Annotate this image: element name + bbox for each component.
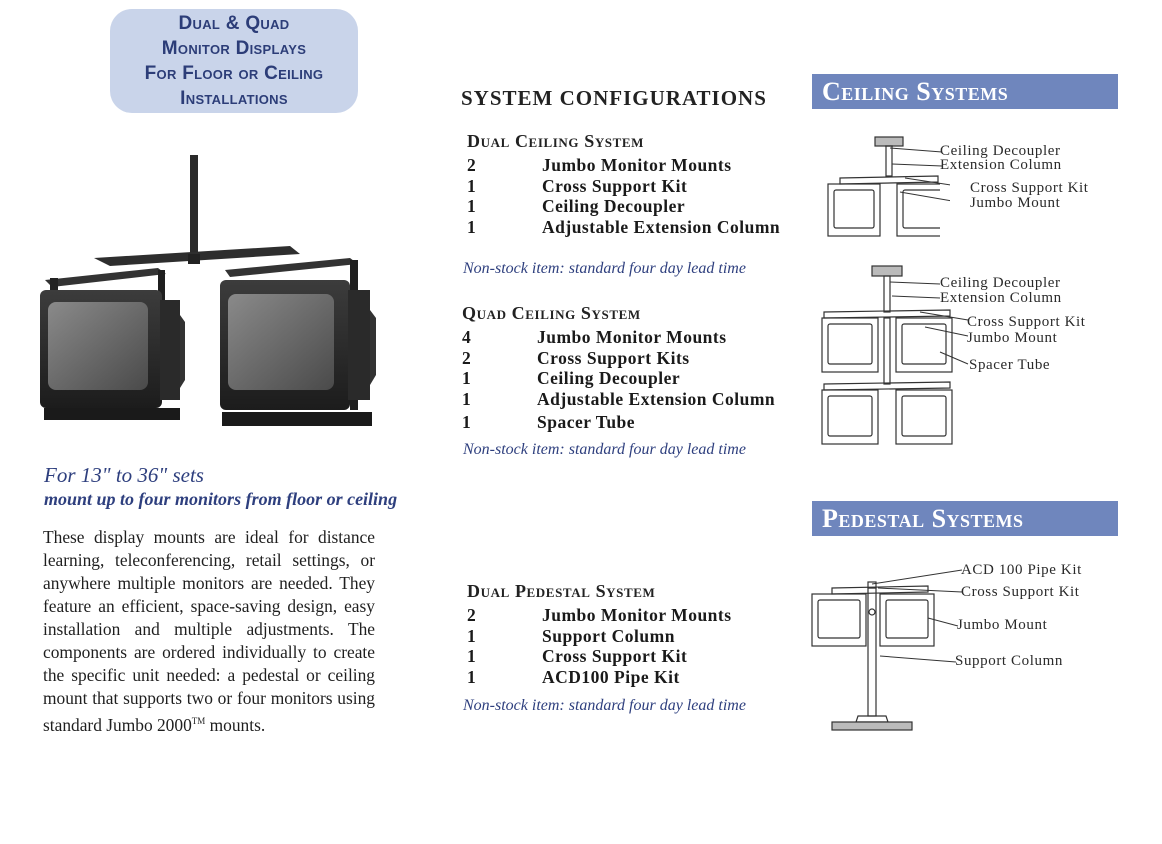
part-qty: 1 xyxy=(467,625,477,646)
part-row: 1 Ceiling Decoupler xyxy=(467,196,807,217)
description-ending: mounts. xyxy=(205,714,266,735)
diagram-label: Jumbo Mount xyxy=(957,617,1048,633)
part-qty: 1 xyxy=(467,196,477,216)
part-row: 2 Cross Support Kits xyxy=(462,348,807,369)
diagram-label: Extension Column xyxy=(940,290,1062,306)
diagram-label: Cross Support Kit xyxy=(967,314,1086,330)
dual-pedestal-diagram xyxy=(811,581,935,731)
quad-ceiling-title: Quad Ceiling System xyxy=(462,303,641,323)
diagram-label: Extension Column xyxy=(940,157,1062,173)
part-qty: 1 xyxy=(462,412,472,432)
dual-monitor-photo xyxy=(40,155,376,426)
part-name: Adjustable Extension Column xyxy=(542,216,781,237)
part-row: 1 Ceiling Decoupler xyxy=(462,368,807,389)
part-qty: 1 xyxy=(467,666,477,687)
diagram-label: Ceiling Decoupler xyxy=(940,143,1061,159)
quad-ceiling-leader-lines xyxy=(889,281,969,365)
dual-ceiling-diagram xyxy=(827,136,940,237)
quad-ceiling-lead-time: Non-stock item: standard four day lead t… xyxy=(463,441,746,458)
quad-ceiling-system: Quad Ceiling System 4 Jumbo Monitor Mount… xyxy=(462,303,807,433)
part-qty: 2 xyxy=(462,347,472,368)
diagram-label: Ceiling Decoupler xyxy=(940,275,1061,291)
mount-capacity-tagline: mount up to four monitors from floor or … xyxy=(44,489,398,509)
part-name: ACD100 Pipe Kit xyxy=(542,666,680,687)
part-qty: 2 xyxy=(467,155,477,175)
part-qty: 1 xyxy=(462,368,472,388)
part-name: Support Column xyxy=(542,625,675,646)
part-qty: 1 xyxy=(467,216,477,237)
dual-ceiling-title: Dual Ceiling System xyxy=(467,131,645,151)
part-name: Ceiling Decoupler xyxy=(537,368,681,388)
part-name: Jumbo Monitor Mounts xyxy=(537,327,727,347)
badge-line-2: Monitor Displays xyxy=(161,38,307,59)
part-name: Jumbo Monitor Mounts xyxy=(542,605,732,625)
badge-line-3: For Floor or Ceiling xyxy=(144,63,324,84)
section-heading: SYSTEM CONFIGURATIONS xyxy=(461,86,767,110)
title-badge: Dual & Quad Monitor Displays For Floor o… xyxy=(110,9,358,113)
part-row: 1 Spacer Tube xyxy=(462,412,807,433)
dual-pedestal-title: Dual Pedestal System xyxy=(467,581,656,601)
quad-ceiling-parts: 4 Jumbo Monitor Mounts 2 Cross Support Kit… xyxy=(462,327,807,433)
part-name: Ceiling Decoupler xyxy=(542,196,686,216)
trademark-mark: TM xyxy=(191,716,206,726)
part-row: 2 Jumbo Monitor Mounts xyxy=(467,155,807,176)
quad-ceiling-diagram xyxy=(821,265,953,445)
description-text: These display mounts are ideal for dista… xyxy=(43,527,375,735)
part-row: 1 Support Column xyxy=(467,626,807,647)
part-qty: 1 xyxy=(467,175,477,196)
dual-pedestal-lead-time: Non-stock item: standard four day lead t… xyxy=(463,697,746,714)
part-name: Cross Support Kits xyxy=(537,347,690,368)
part-name: Cross Support Kit xyxy=(542,175,688,196)
dual-ceiling-lead-time: Non-stock item: standard four day lead t… xyxy=(463,260,746,277)
product-description: These display mounts are ideal for dista… xyxy=(43,526,375,737)
part-name: Jumbo Monitor Mounts xyxy=(542,155,732,175)
dual-ceiling-leader-lines xyxy=(889,147,950,202)
part-qty: 4 xyxy=(462,327,472,347)
part-row: 2 Jumbo Monitor Mounts xyxy=(467,605,807,626)
part-name: Adjustable Extension Column xyxy=(537,388,776,409)
part-name: Cross Support Kit xyxy=(542,646,688,666)
diagram-label: Spacer Tube xyxy=(969,357,1051,373)
diagram-label: Cross Support Kit xyxy=(961,584,1080,600)
part-qty: 1 xyxy=(462,388,472,409)
diagram-label: Jumbo Mount xyxy=(967,330,1058,346)
part-qty: 1 xyxy=(467,646,477,666)
part-row: 1 Adjustable Extension Column xyxy=(467,217,807,238)
pedestal-systems-heading: Pedestal Systems xyxy=(812,501,1118,536)
dual-ceiling-parts: 2 Jumbo Monitor Mounts 1 Cross Support Kit… xyxy=(467,155,807,237)
part-row: 4 Jumbo Monitor Mounts xyxy=(462,327,807,348)
dual-ceiling-system: Dual Ceiling System 2 Jumbo Monitor Mount… xyxy=(467,131,807,237)
dual-pedestal-system: Dual Pedestal System 2 Jumbo Monitor Moun… xyxy=(467,581,807,687)
badge-line-1: Dual & Quad xyxy=(178,13,290,34)
part-qty: 2 xyxy=(467,605,477,625)
part-row: 1 Cross Support Kit xyxy=(467,646,807,667)
diagram-label: Jumbo Mount xyxy=(970,195,1061,211)
part-name: Spacer Tube xyxy=(537,412,636,432)
diagram-label: Cross Support Kit xyxy=(970,180,1089,196)
pedestal-leader-lines xyxy=(871,569,963,663)
part-row: 1 Cross Support Kit xyxy=(467,176,807,197)
ceiling-systems-heading: Ceiling Systems xyxy=(812,74,1118,109)
diagram-label: ACD 100 Pipe Kit xyxy=(961,562,1082,578)
diagram-label: Support Column xyxy=(955,653,1063,669)
screen-size-range: For 13" to 36" sets xyxy=(44,463,204,487)
badge-line-4: Installations xyxy=(180,88,288,109)
part-row: 1 Adjustable Extension Column xyxy=(462,389,807,410)
part-row: 1 ACD100 Pipe Kit xyxy=(467,667,807,688)
